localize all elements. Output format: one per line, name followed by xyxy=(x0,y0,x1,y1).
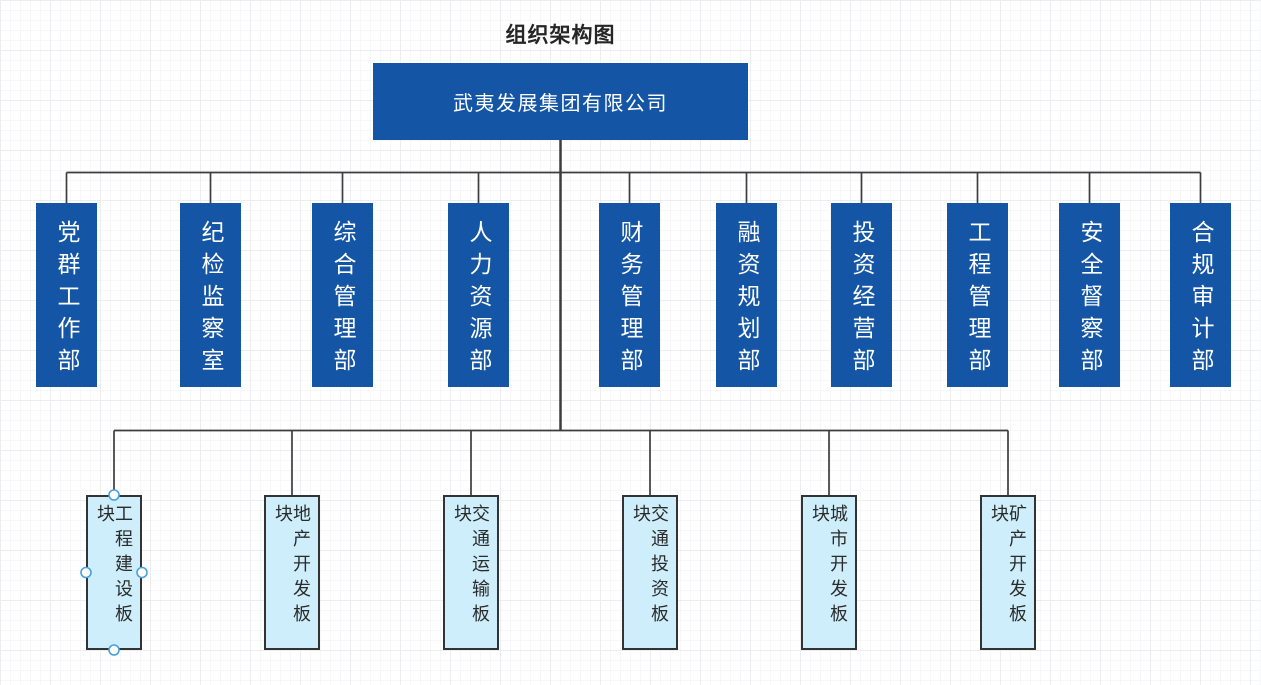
division-box[interactable]: 工程建设板块 xyxy=(86,495,142,650)
department-label: 工程管理部 xyxy=(965,219,991,380)
department-box[interactable]: 融资规划部 xyxy=(716,203,777,387)
department-label: 合规审计部 xyxy=(1188,219,1214,380)
division-label: 工程建设板块 xyxy=(95,504,133,629)
department-box[interactable]: 党群工作部 xyxy=(36,203,97,387)
department-box[interactable]: 财务管理部 xyxy=(599,203,660,387)
division-label: 交通投资板块 xyxy=(631,504,669,629)
division-box[interactable]: 地产开发板块 xyxy=(264,495,320,650)
department-box[interactable]: 安全督察部 xyxy=(1059,203,1120,387)
root-node-company[interactable]: 武夷发展集团有限公司 xyxy=(373,63,748,140)
diagram-title: 组织架构图 xyxy=(505,24,616,47)
department-box[interactable]: 人力资源部 xyxy=(448,203,509,387)
department-box[interactable]: 投资经营部 xyxy=(831,203,892,387)
division-label: 城市开发板块 xyxy=(810,504,848,629)
department-label: 人力资源部 xyxy=(466,219,492,380)
department-label: 投资经营部 xyxy=(849,219,875,380)
department-label: 财务管理部 xyxy=(617,219,643,380)
division-box[interactable]: 交通投资板块 xyxy=(622,495,678,650)
department-box[interactable]: 工程管理部 xyxy=(947,203,1008,387)
root-node-label: 武夷发展集团有限公司 xyxy=(453,93,668,115)
department-box[interactable]: 综合管理部 xyxy=(312,203,373,387)
division-label: 地产开发板块 xyxy=(273,504,311,629)
department-box[interactable]: 合规审计部 xyxy=(1170,203,1231,387)
department-label: 融资规划部 xyxy=(734,219,760,380)
department-label: 纪检监察室 xyxy=(198,219,224,380)
division-label: 矿产开发板块 xyxy=(989,504,1027,629)
department-label: 综合管理部 xyxy=(330,219,356,380)
division-label: 交通运输板块 xyxy=(452,504,490,629)
division-box[interactable]: 城市开发板块 xyxy=(801,495,857,650)
division-box[interactable]: 交通运输板块 xyxy=(443,495,499,650)
department-label: 党群工作部 xyxy=(54,219,80,380)
department-box[interactable]: 纪检监察室 xyxy=(180,203,241,387)
division-box[interactable]: 矿产开发板块 xyxy=(980,495,1036,650)
department-label: 安全督察部 xyxy=(1077,219,1103,380)
